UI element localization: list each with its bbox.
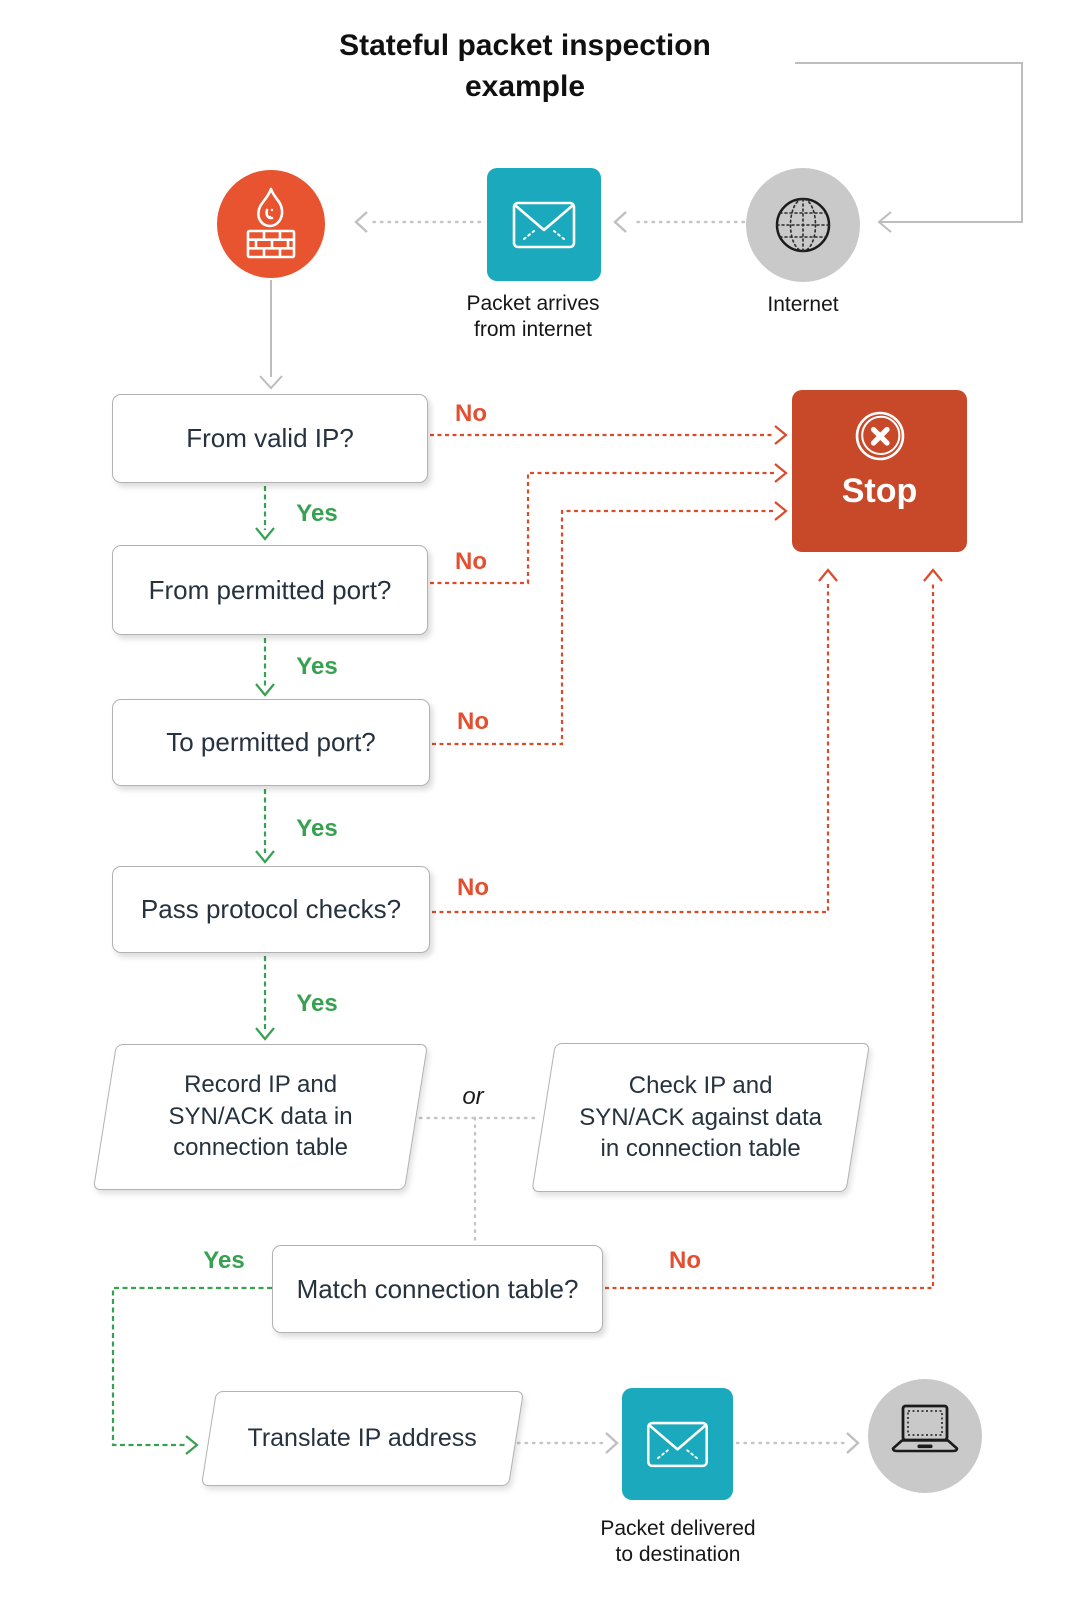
yes-label-to-permitted-port: Yes [296,815,338,842]
no-label-pass-protocol: No [457,874,489,901]
decision-match-connection-table: Match connection table? [272,1245,603,1333]
circle-x-icon [855,411,904,461]
no-label-from-permitted-port: No [455,548,487,575]
no-connectors [430,433,935,1290]
gray-arrowheads [354,211,860,1454]
destination-node [868,1379,982,1493]
no-arrowheads [774,425,943,582]
stop-node: Stop [792,390,967,552]
process-check-label: Check IP and SYN/ACK against data in con… [579,1071,823,1163]
yes-label-from-permitted-port: Yes [296,653,338,680]
firewall-icon [246,187,296,259]
no-label-valid-ip: No [455,400,487,427]
decision-from-permitted-port: From permitted port? [112,545,428,635]
or-label: or [462,1083,484,1110]
firewall-node [217,170,325,278]
decision-to-permitted-port: To permitted port? [112,699,430,786]
packet-delivered-node [622,1388,733,1500]
packet-arrives-node [487,168,601,281]
process-translate-label: Translate IP address [247,1424,478,1452]
internet-label: Internet [767,293,839,316]
process-translate-ip: Translate IP address [200,1391,524,1486]
yes-label-match-table: Yes [203,1247,245,1274]
internet-node [746,168,860,282]
no-label-to-permitted-port: No [457,708,489,735]
gray-dotted-connectors [367,220,848,1445]
yes-connectors [111,486,272,1447]
packet-delivered-label: Packet delivered to destination [600,1517,756,1566]
process-record-connection-table: Record IP and SYN/ACK data in connection… [92,1044,429,1190]
laptop-icon [891,1404,959,1453]
process-check-connection-table: Check IP and SYN/ACK against data in con… [531,1043,870,1192]
envelope-icon [647,1421,708,1468]
packet-arrives-label: Packet arrives from internet [466,292,600,341]
globe-icon [775,197,831,253]
yes-label-valid-ip: Yes [296,500,338,527]
no-label-match-table: No [669,1247,701,1274]
stop-label: Stop [841,472,918,510]
decision-pass-protocol-checks: Pass protocol checks? [112,866,430,953]
process-record-label: Record IP and SYN/ACK data in connection… [168,1071,353,1162]
yes-label-pass-protocol: Yes [296,990,338,1017]
yes-arrowheads [185,527,275,1455]
gray-solid-connectors [259,62,1023,390]
envelope-icon [512,201,576,249]
decision-from-valid-ip: From valid IP? [112,394,428,483]
page-title: Stateful packet inspection example [339,29,711,103]
